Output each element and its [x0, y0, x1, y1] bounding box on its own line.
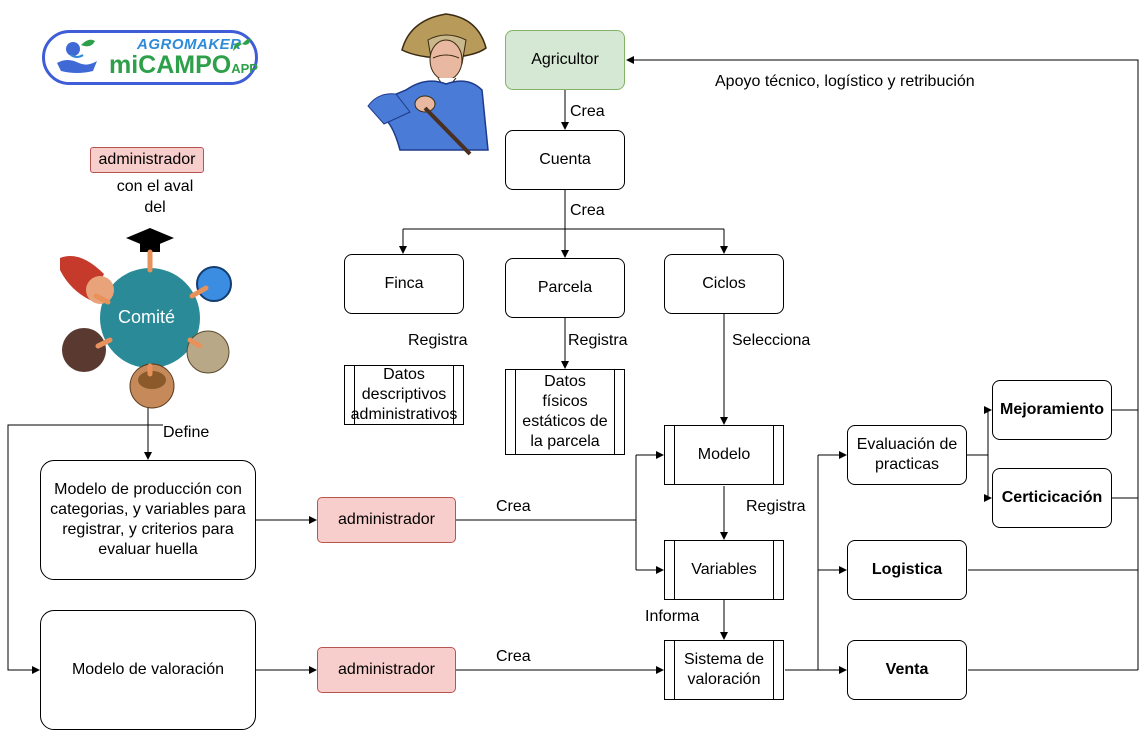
node-parcela[interactable]: Parcela: [505, 258, 625, 318]
node-logistica[interactable]: Logistica: [847, 540, 967, 600]
farmer-illustration: [367, 13, 489, 156]
committee-line-2: del: [144, 199, 166, 216]
label-selecciona: Selecciona: [732, 332, 811, 350]
label-informa: Informa: [645, 608, 700, 626]
node-variables[interactable]: Variables: [664, 540, 784, 600]
committee-caption: con el aval del: [95, 176, 215, 218]
label-apoyo: Apoyo técnico, logístico y retribución: [715, 73, 975, 91]
label-crea-admin2: Crea: [496, 648, 531, 666]
node-venta[interactable]: Venta: [847, 640, 967, 700]
committee-illustration: [60, 228, 232, 409]
node-modelo[interactable]: Modelo: [664, 425, 784, 485]
committee-center-label: Comité: [118, 307, 176, 327]
edge-sistema-split: [785, 455, 819, 671]
node-certificacion[interactable]: Certicicación: [992, 468, 1112, 528]
node-datos-fisicos[interactable]: Datos físicos estáticos de la parcela: [505, 369, 625, 455]
node-mejoramiento[interactable]: Mejoramiento: [992, 380, 1112, 440]
committee-line-1: con el aval: [116, 178, 194, 195]
edge-define-left: [7, 424, 172, 674]
node-evaluacion-practicas[interactable]: Evaluación de practicas: [847, 425, 967, 485]
label-registra-vars: Registra: [746, 498, 806, 516]
node-admin-1[interactable]: administrador: [317, 497, 456, 543]
logo-brand-main: miCAMPOAPP: [109, 51, 258, 79]
hand-leaf-icon: [57, 39, 97, 73]
node-modelo-produccion[interactable]: Modelo de producción con categorias, y v…: [40, 460, 256, 580]
node-finca[interactable]: Finca: [344, 254, 464, 314]
leaf-icon: [233, 38, 251, 51]
label-registra-finca: Registra: [408, 332, 468, 350]
node-admin-2[interactable]: administrador: [317, 647, 456, 693]
node-modelo-valoracion[interactable]: Modelo de valoración: [40, 610, 256, 730]
node-ciclos[interactable]: Ciclos: [664, 254, 784, 314]
node-sistema-valoracion[interactable]: Sistema de valoración: [664, 640, 784, 700]
label-define: Define: [163, 424, 210, 442]
edge-admin1-split: [456, 455, 637, 570]
logo-brand-top: AGROMAKER: [137, 36, 242, 53]
committee-admin-tag: administrador: [90, 147, 204, 173]
node-cuenta[interactable]: Cuenta: [505, 130, 625, 190]
node-datos-descriptivos[interactable]: Datos descriptivos administrativos: [344, 365, 464, 425]
label-crea-cuenta: Crea: [570, 103, 605, 121]
edge-return-loop: [627, 60, 1139, 671]
node-agricultor[interactable]: Agricultor: [505, 30, 625, 90]
label-crea-subs: Crea: [570, 202, 605, 220]
agromaker-logo: AGROMAKER miCAMPOAPP: [42, 30, 258, 85]
label-registra-parcela: Registra: [568, 332, 628, 350]
edge-eval-split: [967, 410, 989, 498]
edge-cuenta-branches: [403, 190, 724, 230]
label-crea-admin1: Crea: [496, 498, 531, 516]
